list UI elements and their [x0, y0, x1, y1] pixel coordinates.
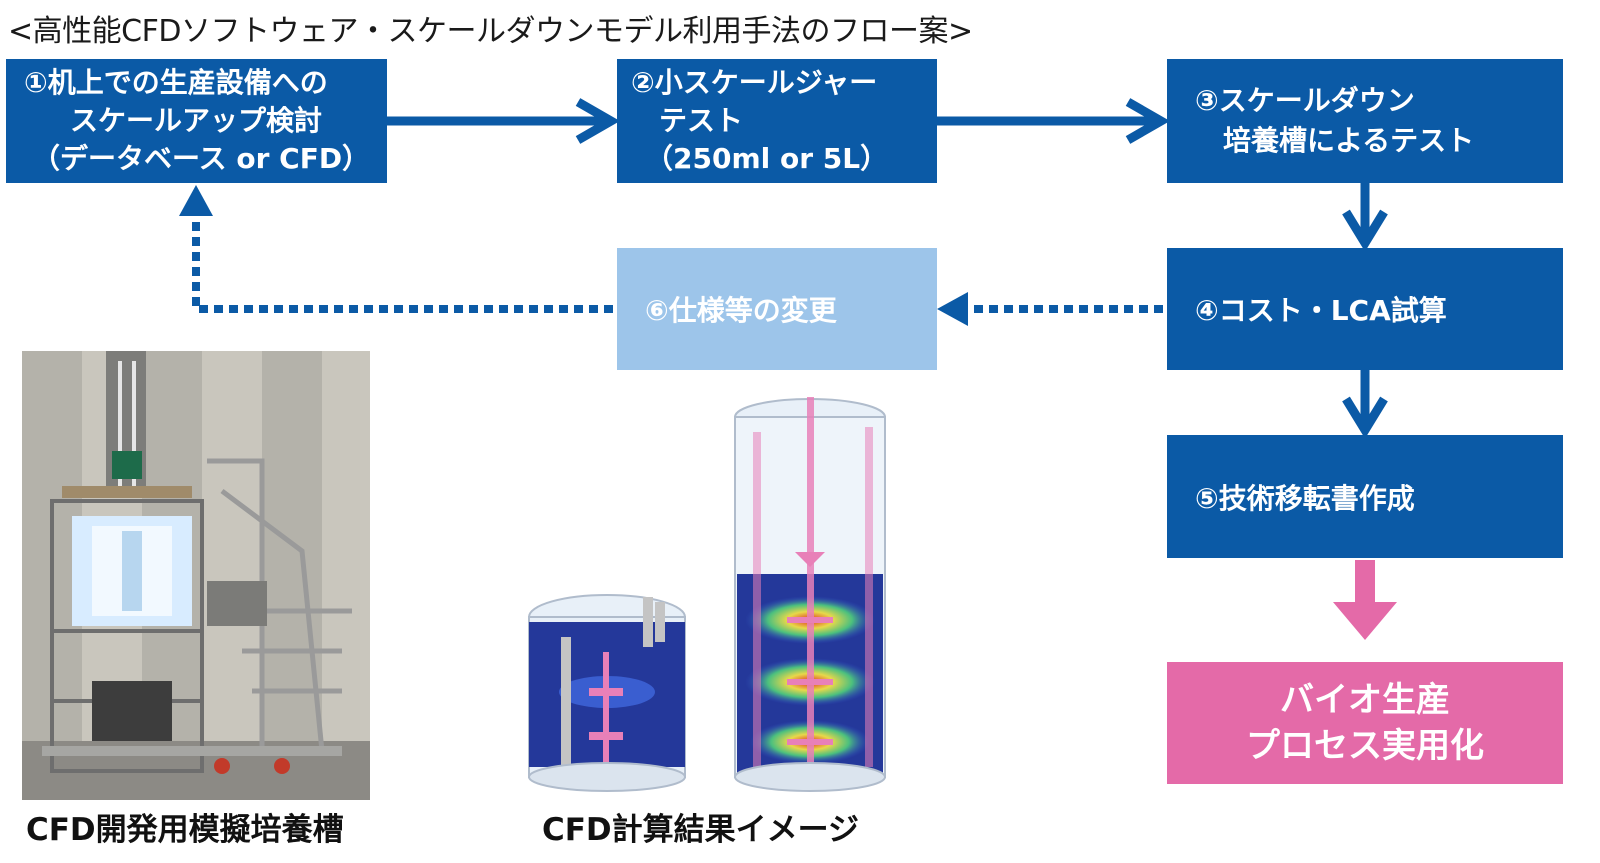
- goal-line-2: プロセス実用化: [1246, 726, 1484, 766]
- step-1-line-1: ①机上での生産設備への: [24, 66, 328, 99]
- step-3-line-2: 培養槽によるテスト: [1223, 124, 1475, 157]
- goal-box: バイオ生産 プロセス実用化: [1167, 662, 1563, 784]
- step-5-box: ⑤技術移転書作成: [1167, 435, 1563, 558]
- step-6-box: ⑥仕様等の変更: [617, 248, 937, 370]
- step-3-line-1: ③スケールダウン: [1195, 84, 1415, 117]
- diagram-title: <高性能CFDソフトウェア・スケールダウンモデル利用手法のフロー案>: [8, 14, 973, 49]
- arrowhead-3-to-4: [1342, 209, 1388, 252]
- step-2-line-2: テスト: [659, 104, 744, 137]
- step-6-line-1: ⑥仕様等の変更: [645, 294, 837, 327]
- arrowhead-4-to-5: [1342, 396, 1388, 439]
- arrowhead-2-to-3: [1125, 98, 1171, 144]
- photo-caption: CFD開発用模擬培養槽: [26, 812, 344, 848]
- arrowhead-1-to-2: [575, 98, 621, 144]
- step-1-line-2: スケールアップ検討: [70, 104, 323, 137]
- step-4-line-1: ④コスト・LCA試算: [1195, 294, 1447, 327]
- step-4-box: ④コスト・LCA試算: [1167, 248, 1563, 370]
- step-2-line-3: （250ml or 5L）: [645, 142, 889, 175]
- arrowhead-4-to-6: [937, 292, 968, 326]
- cfd-caption: CFD計算結果イメージ: [542, 812, 860, 848]
- step-3-box: ③スケールダウン 培養槽によるテスト: [1167, 59, 1563, 183]
- goal-line-1b: バイオ生産: [1280, 680, 1450, 720]
- arrowhead-6-to-1: [179, 185, 213, 216]
- step-2-line-1: ②小スケールジャー: [631, 66, 878, 99]
- step-1-box: ①机上での生産設備への スケールアップ検討 （データベース or CFD）: [6, 59, 387, 183]
- step-5-line-1: ⑤技術移転書作成: [1195, 481, 1415, 515]
- dotted-arrow-6-to-1: [192, 218, 613, 313]
- step-2-box: ②小スケールジャー テスト （250ml or 5L）: [617, 59, 937, 183]
- bioreactor-photo: [22, 351, 370, 800]
- arrow-5-to-goal: [1333, 560, 1397, 640]
- cfd-simulation-image: [528, 397, 886, 792]
- step-1-line-3: （データベース or CFD）: [32, 142, 371, 175]
